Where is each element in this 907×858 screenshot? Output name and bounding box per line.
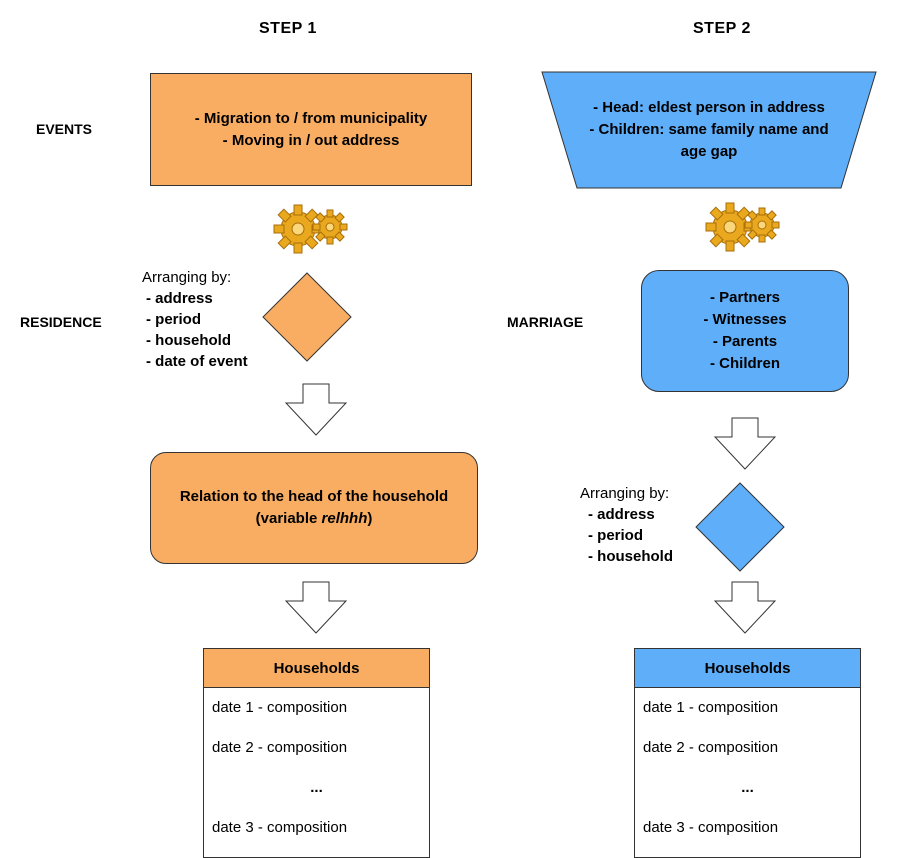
gear-icon bbox=[705, 202, 780, 252]
events-line-2: - Moving in / out address bbox=[222, 131, 400, 149]
households-header: Households bbox=[204, 649, 429, 688]
marriage-item: - Children bbox=[710, 355, 780, 372]
marriage-arranging-list: Arranging by: - address - period - house… bbox=[580, 483, 673, 567]
marriage-item: - Partners bbox=[709, 289, 781, 306]
events-box: - Migration to / from municipality - Mov… bbox=[150, 73, 472, 186]
residence-arranging-list: Arranging by: - address - period - house… bbox=[142, 267, 248, 372]
arranging-item: - period bbox=[146, 311, 201, 328]
relation-variable: relhhh bbox=[321, 510, 368, 527]
residence-label: RESIDENCE bbox=[20, 314, 102, 330]
arranging-item: - household bbox=[588, 548, 673, 565]
step2-title: STEP 2 bbox=[693, 20, 751, 37]
decision-diamond bbox=[262, 272, 352, 362]
decision-diamond bbox=[695, 482, 785, 572]
down-arrow-icon bbox=[284, 581, 348, 634]
household-row-ellipsis: ... bbox=[741, 779, 754, 796]
down-arrow-icon bbox=[713, 417, 777, 470]
arranging-heading: Arranging by: bbox=[142, 269, 232, 286]
relation-text-pre: Relation to the head of the household (v… bbox=[179, 488, 449, 527]
down-arrow-icon bbox=[284, 383, 348, 436]
household-row: date 3 - composition bbox=[643, 819, 779, 836]
household-row: date 1 - composition bbox=[212, 699, 348, 716]
trapezoid-line-3: age gap bbox=[680, 143, 738, 160]
arranging-item: - date of event bbox=[146, 353, 248, 370]
trapezoid-text: - Head: eldest person in address - Child… bbox=[560, 97, 858, 163]
marriage-box: - Partners - Witnesses - Parents - Child… bbox=[641, 270, 849, 392]
household-row: date 1 - composition bbox=[643, 699, 779, 716]
arranging-heading: Arranging by: bbox=[580, 485, 670, 502]
household-row-ellipsis: ... bbox=[310, 779, 323, 796]
down-arrow-icon bbox=[713, 581, 777, 634]
arranging-item: - household bbox=[146, 332, 231, 349]
households-header: Households bbox=[635, 649, 860, 688]
arranging-item: - address bbox=[146, 290, 213, 307]
trapezoid-line-1: - Head: eldest person in address bbox=[593, 99, 825, 116]
events-line-1: - Migration to / from municipality bbox=[194, 109, 428, 127]
households-table-step2: Households date 1 - composition date 2 -… bbox=[634, 648, 861, 858]
events-label: EVENTS bbox=[36, 121, 93, 137]
step1-title: STEP 1 bbox=[259, 20, 317, 37]
households-table-step1: Households date 1 - composition date 2 -… bbox=[203, 648, 430, 858]
head-children-trapezoid bbox=[541, 71, 877, 189]
arranging-item: - address bbox=[588, 506, 655, 523]
marriage-item: - Witnesses bbox=[703, 311, 787, 328]
relation-box: Relation to the head of the household (v… bbox=[150, 452, 478, 564]
trapezoid-line-2: - Children: same family name and bbox=[589, 121, 829, 138]
household-row: date 2 - composition bbox=[212, 739, 348, 756]
marriage-item: - Parents bbox=[712, 333, 778, 350]
gear-icon bbox=[273, 204, 348, 254]
household-row: date 2 - composition bbox=[643, 739, 779, 756]
relation-text-post: ) bbox=[367, 510, 373, 527]
marriage-label: MARRIAGE bbox=[507, 314, 584, 330]
arranging-item: - period bbox=[588, 527, 643, 544]
household-row: date 3 - composition bbox=[212, 819, 348, 836]
